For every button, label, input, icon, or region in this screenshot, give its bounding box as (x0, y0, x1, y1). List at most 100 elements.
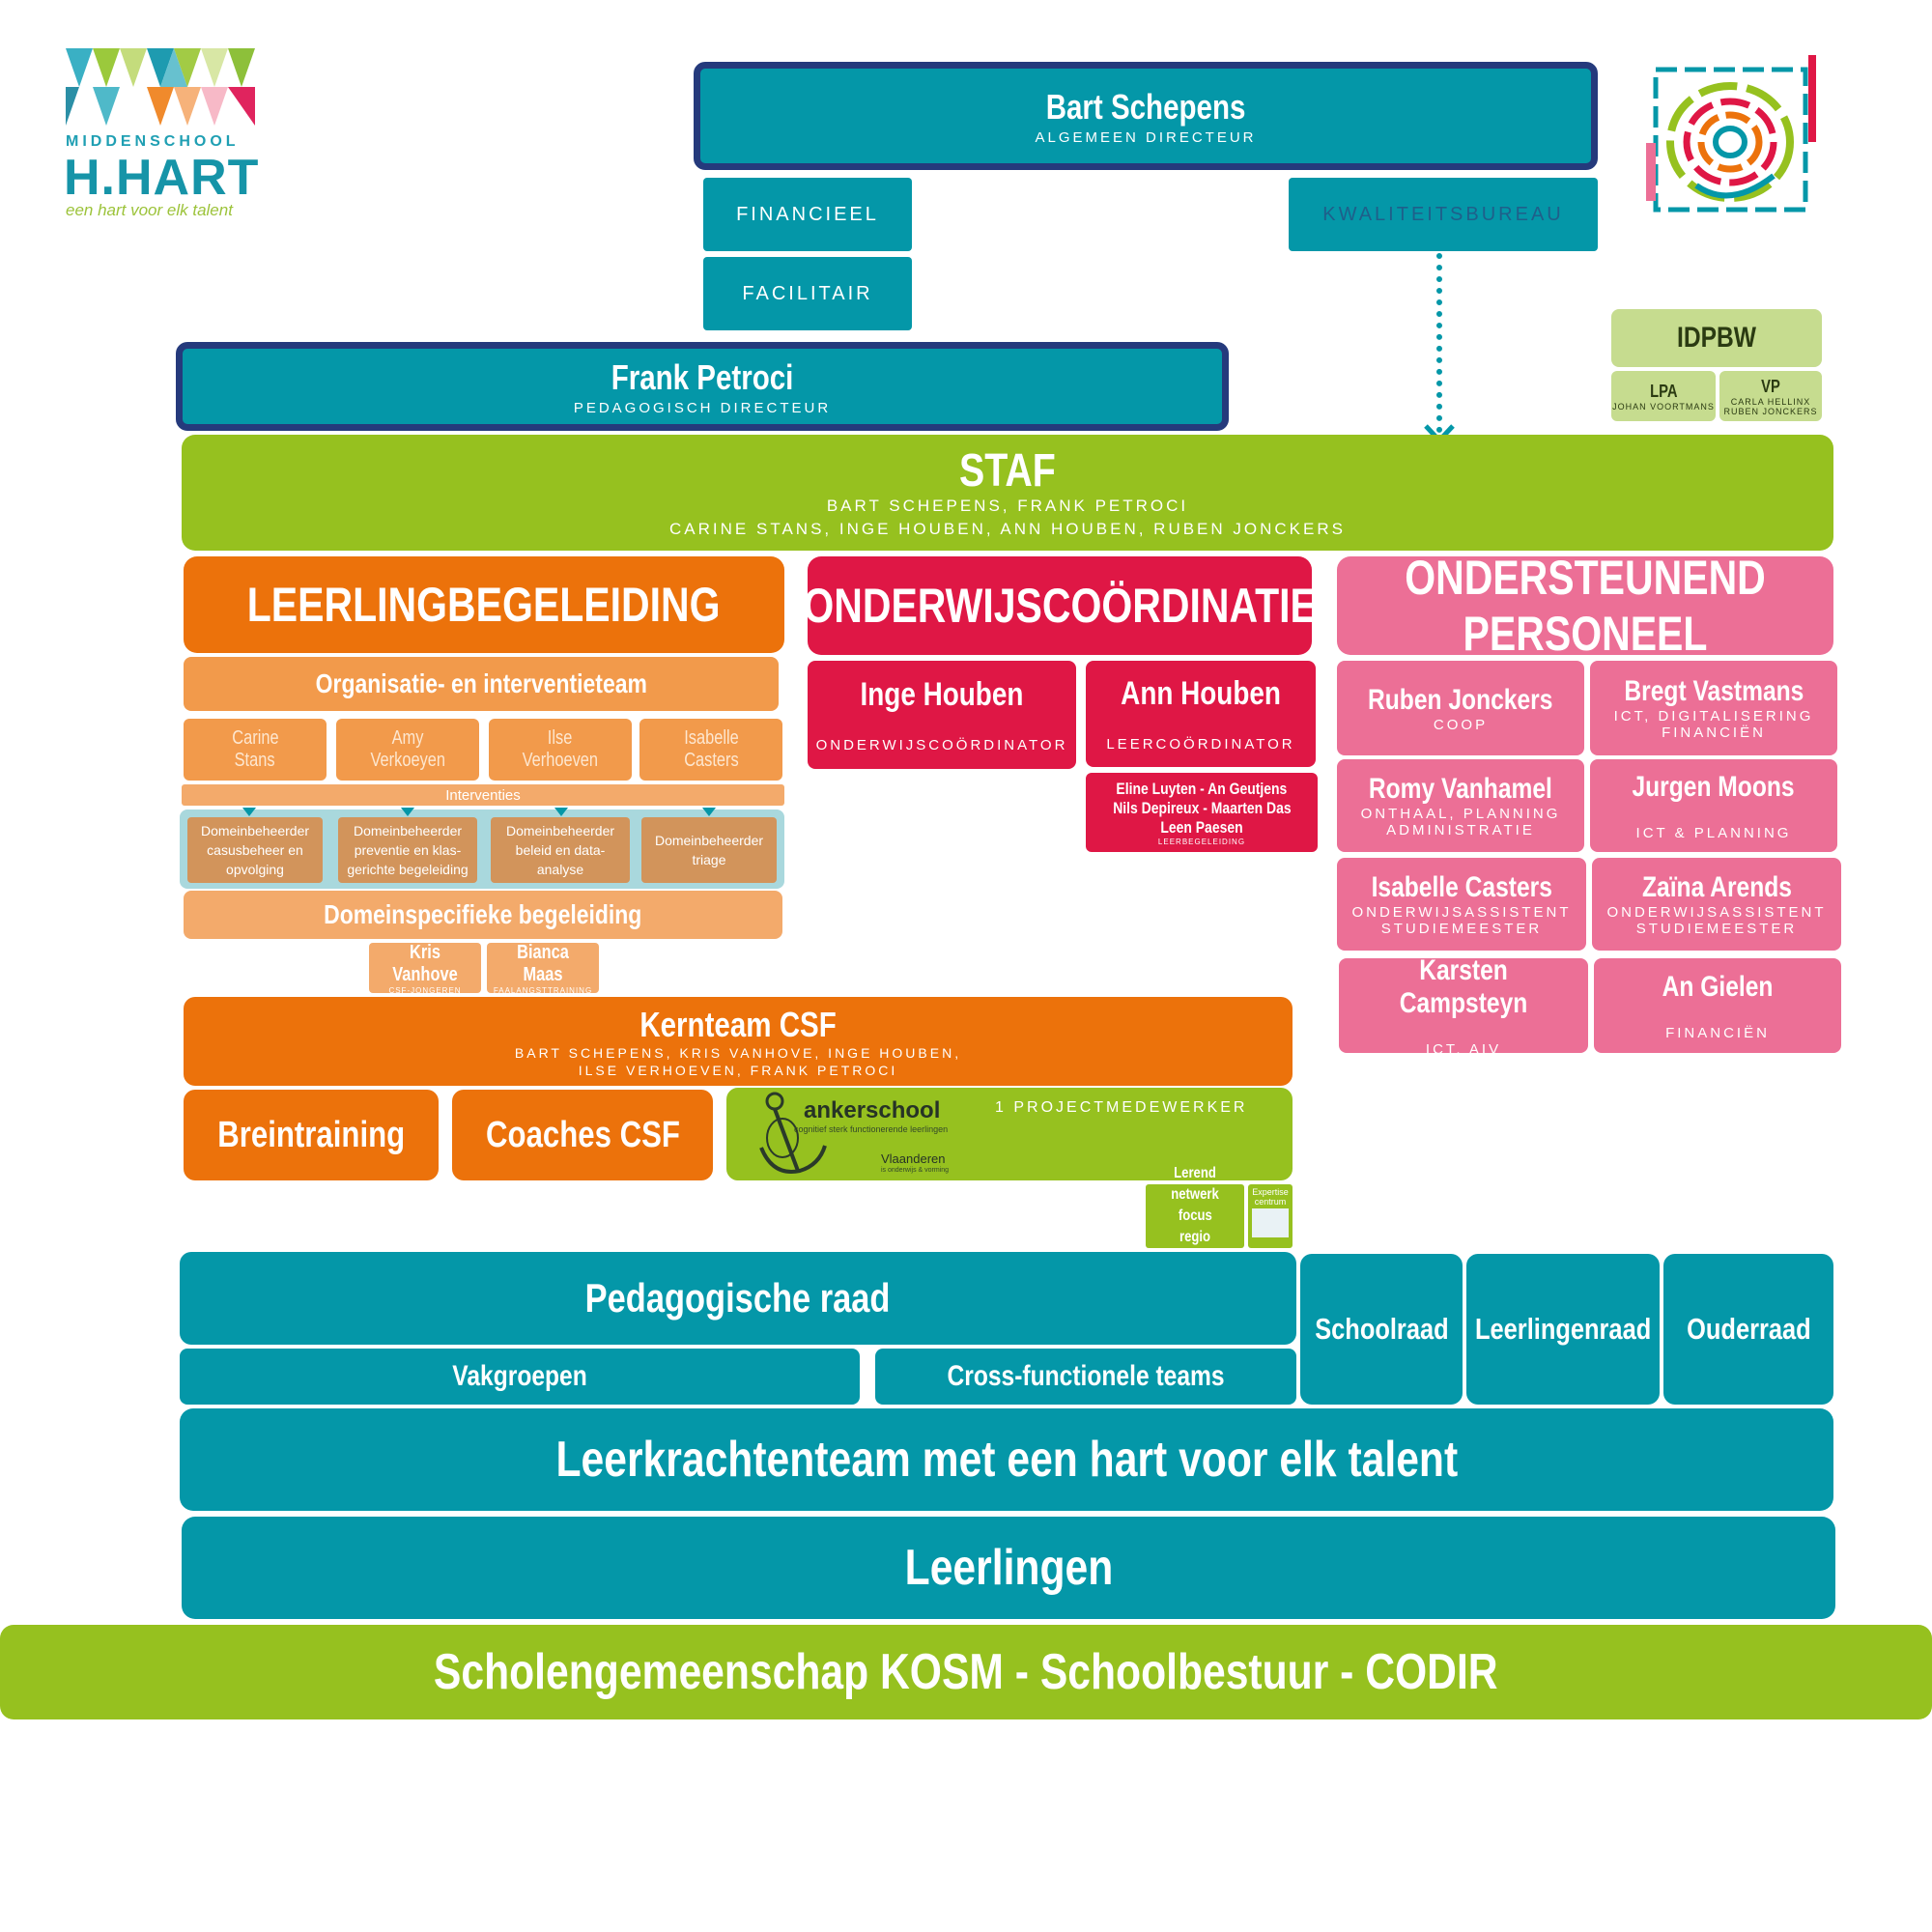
member-line-1: Ilse (548, 727, 573, 749)
member-line-1: Isabelle (683, 727, 739, 749)
vakgroepen-label: Vakgroepen (452, 1360, 587, 1392)
leerbegeleiding-box: Eline Luyten - An Geutjens Nils Depireux… (1086, 773, 1318, 852)
domain-box: Domeinbeheerder beleid en data- analyse (491, 817, 630, 883)
lpa-box: LPA JOHAN VOORTMANS (1611, 371, 1716, 421)
leerkrachtenteam-box: Leerkrachtenteam met een hart voor elk t… (180, 1408, 1833, 1511)
general-director-name: Bart Schepens (1045, 86, 1246, 127)
staff-card: Romy Vanhamel ONTHAAL, PLANNING ADMINIST… (1337, 759, 1584, 852)
schoolraad-box: Schoolraad (1300, 1254, 1463, 1405)
lpa-name: JOHAN VOORTMANS (1612, 401, 1715, 412)
domain-box: Domeinbeheerder casusbeheer en opvolging (187, 817, 323, 883)
schoolraad-label: Schoolraad (1314, 1312, 1449, 1346)
ann-houben-box: Ann Houben LEERCOÖRDINATOR (1086, 661, 1316, 767)
interventieteam-title: Organisatie- en interventieteam (315, 668, 647, 698)
member-line-2: Verkoeyen (370, 750, 445, 771)
logo-tagline: een hart voor elk talent (66, 201, 233, 219)
projectmedewerker-label: 1 PROJECTMEDEWERKER (995, 1099, 1248, 1116)
kernteam-line-1: BART SCHEPENS, KRIS VANHOVE, INGE HOUBEN… (514, 1045, 962, 1061)
financieel-label: FINANCIEEL (736, 203, 879, 225)
leerbegeleiding-role: LEERBEGELEIDING (1157, 837, 1246, 846)
domain-line-2: triage (692, 852, 726, 867)
cross-functionele-box: Cross-functionele teams (875, 1349, 1296, 1405)
vp-name-2: RUBEN JONCKERS (1723, 406, 1818, 416)
coaches-csf-box: Coaches CSF (452, 1090, 713, 1180)
ankerschool-name: ankerschool (804, 1097, 941, 1123)
kris-vanhove-box: Kris Vanhove CSF-JONGEREN (369, 942, 481, 995)
staff-role-1: ONDERWIJSASSISTENT (1606, 904, 1827, 921)
onderwijscoordinatie-title: ONDERWIJSCOÖRDINATIE (803, 579, 1317, 633)
financieel-box: FINANCIEEL (703, 178, 912, 251)
leerlingenraad-label: Leerlingenraad (1474, 1312, 1652, 1346)
ondersteunend-header: ONDERSTEUNEND PERSONEEL (1337, 551, 1833, 661)
expertise-logo-icon (1252, 1208, 1289, 1237)
logo-mark-icon (66, 48, 255, 126)
facilitair-box: FACILITAIR (703, 257, 912, 330)
ouderraad-label: Ouderraad (1686, 1312, 1811, 1346)
ondersteunend-title: ONDERSTEUNEND PERSONEEL (1405, 551, 1766, 661)
domain-line-1: Domeinbeheerder (505, 823, 615, 838)
lpa-title: LPA (1649, 381, 1678, 401)
staff-name: An Gielen (1662, 970, 1774, 1003)
domain-line-2: casusbeheer en (207, 842, 303, 858)
cross-functionele-label: Cross-functionele teams (947, 1360, 1225, 1392)
bianca-maas-role: FAALANGSTTRAINING (493, 985, 593, 995)
anchor-icon (759, 1092, 827, 1174)
staff-role-1: COOP (1433, 716, 1489, 733)
pedagogical-director-role: PEDAGOGISCH DIRECTEUR (573, 399, 832, 416)
staff-name: Ruben Jonckers (1368, 683, 1553, 716)
kwaliteitsbureau-box: KWALITEITSBUREAU (1289, 178, 1598, 251)
ann-houben-name: Ann Houben (1121, 675, 1281, 712)
staff-role-1: ONTHAAL, PLANNING (1360, 806, 1561, 822)
member-line-1: Amy (391, 727, 424, 749)
lerend-netwerk-box: Lerend netwerk focus regio Limburg (1146, 1165, 1244, 1266)
interventies-label: Interventies (445, 786, 521, 804)
scholengemeenschap-box: Scholengemeenschap KOSM - Schoolbestuur … (0, 1625, 1932, 1719)
staf-box: STAF BART SCHEPENS, FRANK PETROCI CARINE… (182, 435, 1833, 551)
vp-name-1: CARLA HELLINX (1730, 396, 1811, 407)
lerend-netwerk-line-1: Lerend netwerk (1171, 1165, 1219, 1203)
leerlingenraad-box: Leerlingenraad (1466, 1254, 1660, 1405)
staff-card: Zaïna Arends ONDERWIJSASSISTENT STUDIEME… (1592, 858, 1841, 951)
down-arrow-icon (554, 808, 568, 816)
expertise-line-1: Expertise (1252, 1187, 1289, 1197)
lerend-netwerk-line-2: focus (1178, 1208, 1212, 1224)
staff-name: Bregt Vastmans (1624, 675, 1804, 707)
staff-name: Isabelle Casters (1371, 871, 1552, 903)
school-logo: MIDDENSCHOOL H.HART een hart voor elk ta… (64, 46, 260, 225)
staff-role-2: ICT & PLANNING (1635, 824, 1792, 841)
staff-role-2: ICT, AIV (1425, 1040, 1502, 1058)
staf-line-2: CARINE STANS, INGE HOUBEN, ANN HOUBEN, R… (669, 520, 1346, 538)
staff-role-2: STUDIEMEESTER (1380, 921, 1543, 937)
down-arrow-icon (401, 808, 414, 816)
pedagogical-director-box: Frank Petroci PEDAGOGISCH DIRECTEUR (176, 342, 1229, 431)
interventies-bar: Interventies (182, 784, 784, 806)
member-box: Amy Verkoeyen (336, 719, 479, 781)
staf-line-1: BART SCHEPENS, FRANK PETROCI (826, 497, 1189, 515)
kernteam-box: Kernteam CSF BART SCHEPENS, KRIS VANHOVE… (184, 997, 1293, 1086)
staff-card: Jurgen Moons ICT & PLANNING (1590, 759, 1837, 852)
domeinspecifiek-box: Domeinspecifieke begeleiding (184, 891, 782, 939)
staff-card: Bregt Vastmans ICT, DIGITALISERING FINAN… (1590, 661, 1837, 755)
member-box: Ilse Verhoeven (489, 719, 632, 781)
ankerschool-box: ankerschool cognitief sterk functioneren… (726, 1088, 1293, 1180)
down-arrow-icon (702, 808, 716, 816)
leerlingen-box: Leerlingen (182, 1517, 1835, 1619)
staff-card: An Gielen FINANCIËN (1594, 958, 1841, 1053)
staff-card: Ruben Jonckers COOP (1337, 661, 1584, 755)
domain-line-2: preventie en klas- (354, 842, 462, 858)
breintraining-box: Breintraining (184, 1090, 439, 1180)
down-arrow-icon (242, 808, 256, 816)
staff-role-2: ADMINISTRATIE (1386, 822, 1535, 838)
domain-box: Domeinbeheerder triage (641, 817, 777, 883)
idpbw-box: IDPBW (1611, 309, 1822, 367)
inge-houben-name: Inge Houben (860, 676, 1024, 713)
leerkrachtenteam-label: Leerkrachtenteam met een hart voor elk t… (555, 1432, 1458, 1488)
leerbegeleiding-line-3: Leen Paesen (1160, 817, 1243, 837)
pedagogical-director-name: Frank Petroci (611, 356, 794, 397)
vlaanderen-sub: is onderwijs & vorming (881, 1167, 950, 1174)
domain-line-3: opvolging (226, 862, 284, 877)
facilitair-label: FACILITAIR (742, 282, 873, 304)
staff-name: Zaïna Arends (1641, 871, 1792, 903)
logo-name: H.HART (64, 150, 260, 206)
vp-title: VP (1761, 376, 1780, 396)
